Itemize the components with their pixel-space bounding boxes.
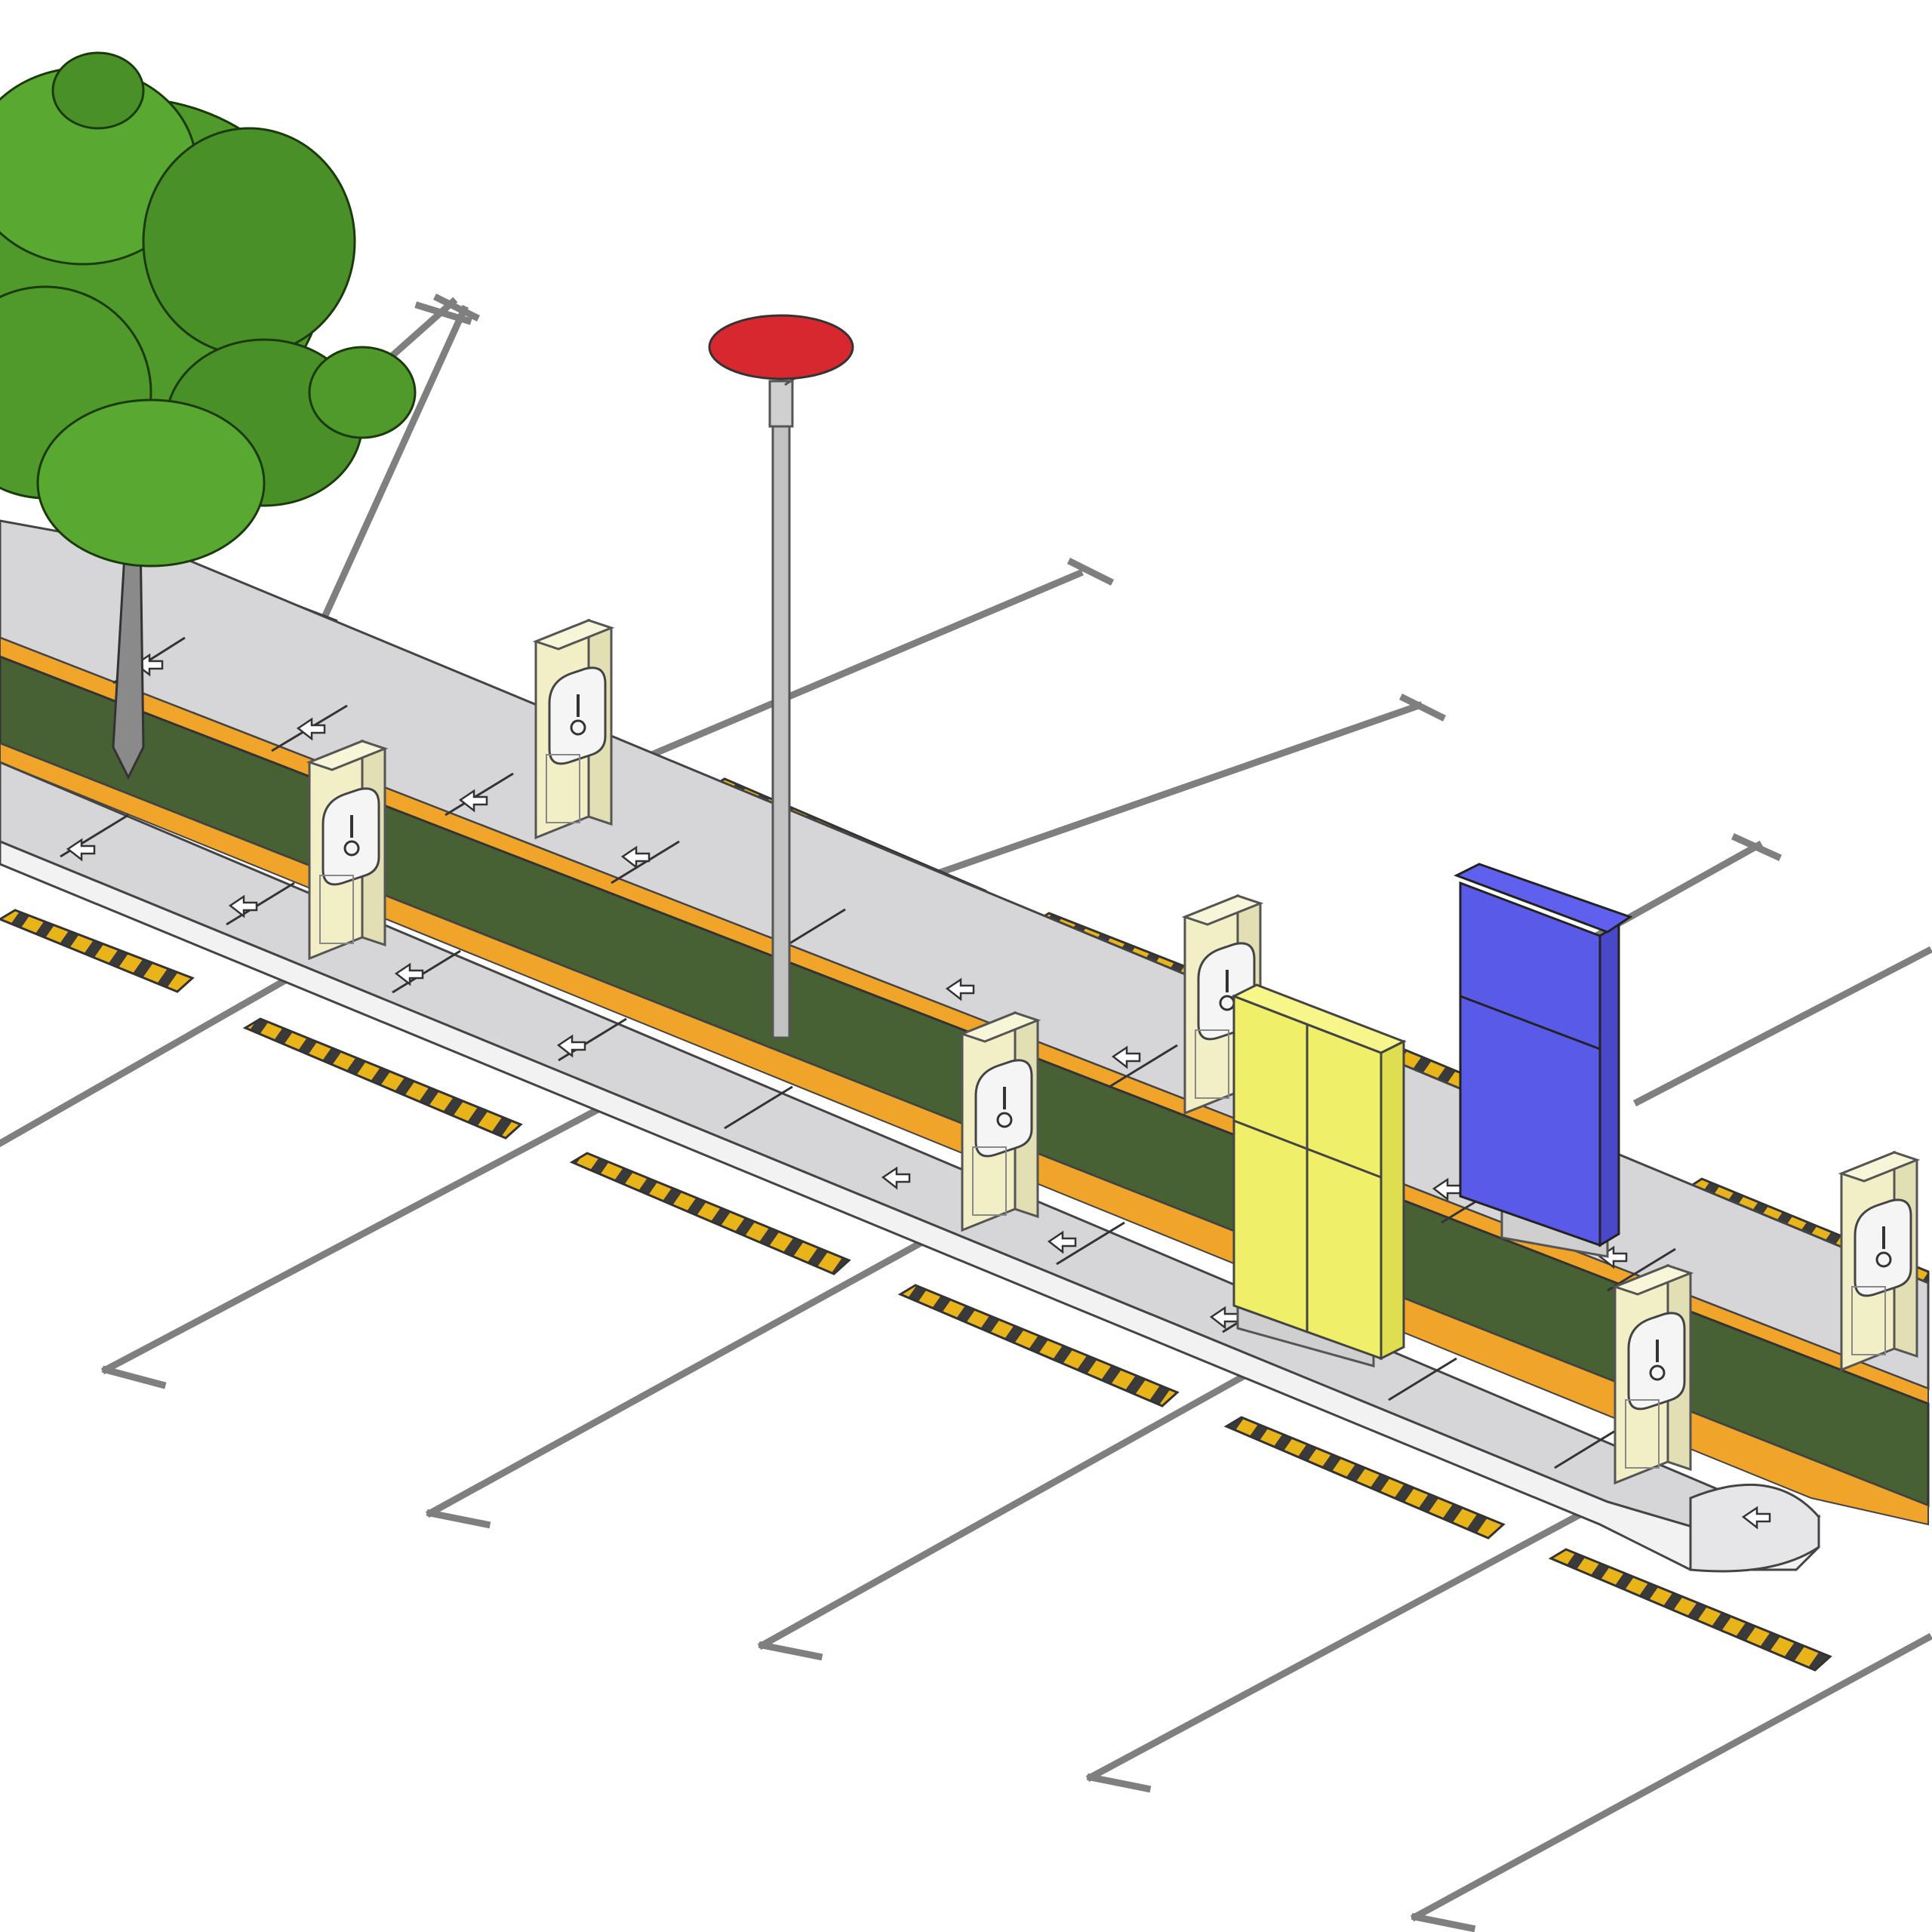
direction-arrow-icon (881, 1166, 911, 1190)
electrical-cabinet-icon (1459, 881, 1601, 1247)
wheel-stopper-icon (569, 1152, 851, 1275)
rear-sidewalk (0, 519, 1930, 1391)
direction-arrow-icon (620, 845, 651, 869)
ev-charger-icon (961, 1011, 1039, 1232)
blue-electrical-cabinet (1454, 863, 1633, 1258)
tree (0, 51, 417, 780)
direction-arrow-icon (394, 962, 424, 986)
direction-arrow-icon (1047, 1230, 1077, 1254)
tree-icon (0, 51, 417, 568)
street-lamp-icon (708, 314, 854, 380)
ev-charger-icon (1840, 1151, 1918, 1371)
ev-charger-icon (534, 619, 613, 839)
street-lamp (708, 314, 854, 1039)
direction-arrow-icon (1111, 1045, 1141, 1069)
direction-arrow-icon (66, 838, 96, 862)
direction-arrow-icon (458, 789, 488, 813)
direction-arrow-icon (228, 894, 258, 918)
wheel-stopper-icon (1223, 1416, 1506, 1540)
yellow-electrical-cabinet (1231, 983, 1407, 1367)
direction-arrow-icon (1741, 1506, 1771, 1530)
direction-arrow-icon (296, 717, 326, 741)
ev-charger-icon (1614, 1264, 1692, 1484)
direction-arrow-icon (945, 977, 975, 1001)
direction-arrow-icon (556, 1034, 586, 1058)
wheel-stopper-icon (1548, 1548, 1832, 1672)
ev-charger-icon (308, 740, 386, 960)
lamp-pole (771, 387, 791, 1039)
parking-stall-lines-front (0, 957, 1932, 1932)
wheel-stopper-icon (242, 1017, 523, 1140)
wheel-stopper-icon (0, 909, 195, 993)
island-end-cap (1689, 1483, 1820, 1573)
wheel-stoppers-front (0, 909, 1832, 1672)
wheel-stopper-icon (897, 1284, 1180, 1407)
